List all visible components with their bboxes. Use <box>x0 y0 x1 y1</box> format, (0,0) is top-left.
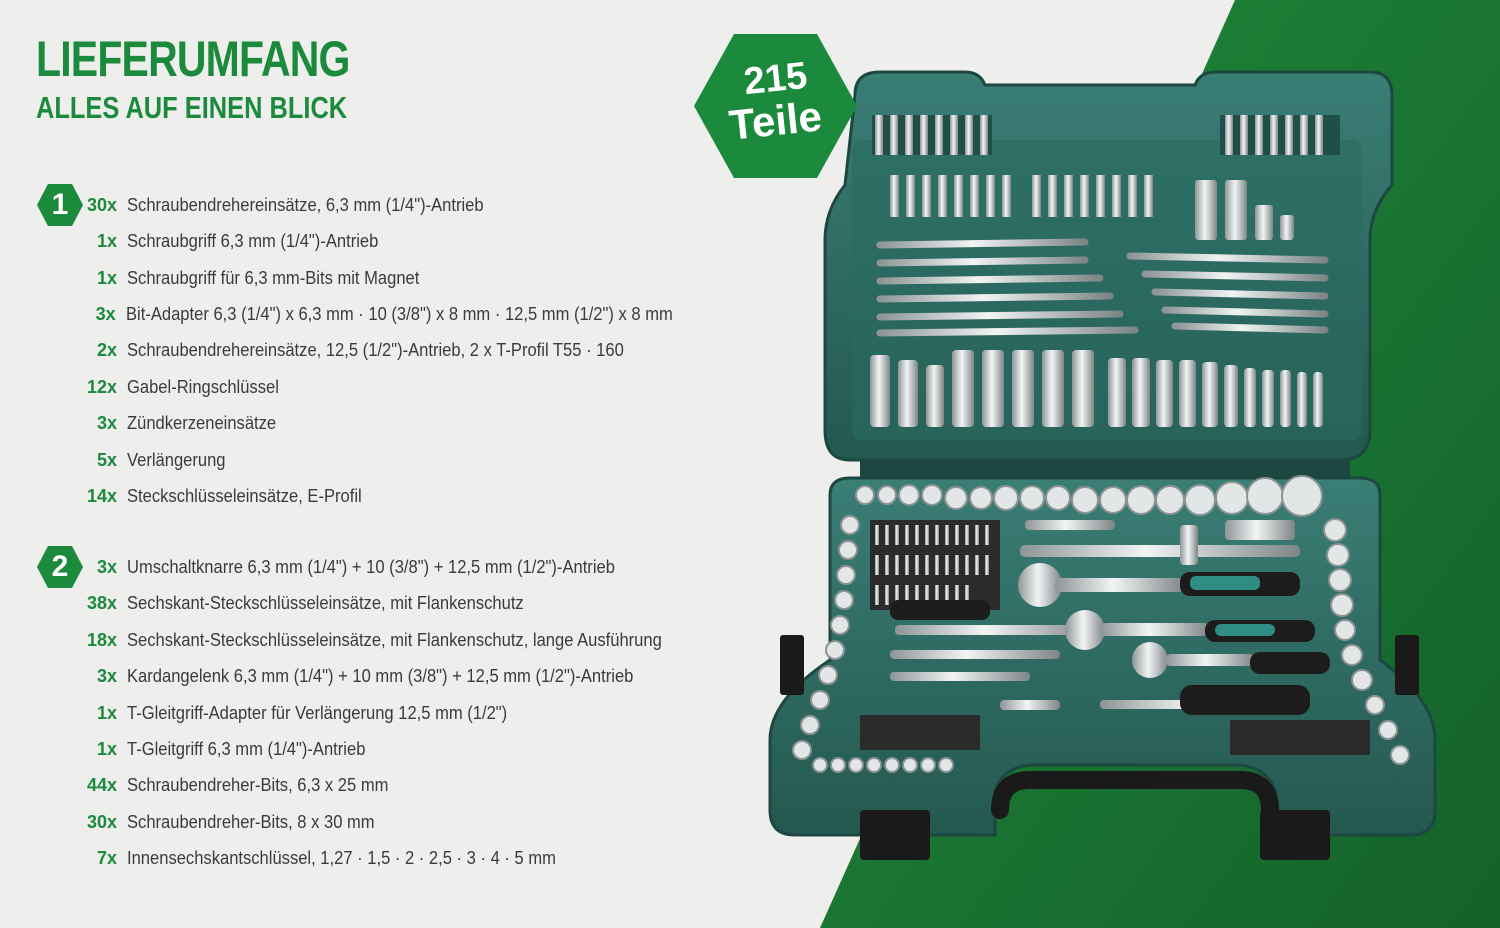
item-desc: Sechskant-Steckschlüsseleinsätze, mit Fl… <box>127 592 524 613</box>
list-item: 1x Schraubgriff für 6,3 mm-Bits mit Magne… <box>0 264 720 292</box>
item-qty: 38x <box>86 592 117 613</box>
item-qty: 44x <box>86 774 117 795</box>
toolcase-illustration <box>768 70 1437 860</box>
item-desc: T-Gleitgriff 6,3 mm (1/4")-Antrieb <box>127 738 366 759</box>
list-item: 5x Verlängerung <box>0 446 720 474</box>
item-desc: Schraubgriff für 6,3 mm-Bits mit Magnet <box>127 267 420 288</box>
item-qty: 1x <box>96 267 117 288</box>
list-item: 1x T-Gleitgriff-Adapter für Verlängerung … <box>0 699 720 727</box>
group-1-badge: 1 <box>36 183 84 227</box>
item-desc: Sechskant-Steckschlüsseleinsätze, mit Fl… <box>127 629 662 650</box>
item-desc: Schraubendreher-Bits, 6,3 x 25 mm <box>127 774 389 795</box>
list-item: 30x Schraubendreher-Bits, 8 x 30 mm <box>0 808 720 836</box>
item-qty: 30x <box>86 811 117 832</box>
item-desc: Bit-Adapter 6,3 (1/4") x 6,3 mm · 10 (3/… <box>125 303 673 324</box>
list-item: 18x Sechskant-Steckschlüsseleinsätze, mit… <box>0 626 720 654</box>
item-desc: Schraubendreher-Bits, 8 x 30 mm <box>127 811 375 832</box>
list-item: 3x Bit-Adapter 6,3 (1/4") x 6,3 mm · 10 (… <box>0 300 720 328</box>
item-desc: Innensechskantschlüssel, 1,27 · 1,5 · 2 … <box>127 847 556 868</box>
item-qty: 3x <box>95 303 116 324</box>
item-desc: Kardangelenk 6,3 mm (1/4") + 10 mm (3/8"… <box>127 665 634 686</box>
list-item: 44x Schraubendreher-Bits, 6,3 x 25 mm <box>0 771 720 799</box>
item-qty: 1x <box>96 738 117 759</box>
item-desc: Schraubendrehereinsätze, 6,3 mm (1/4")-A… <box>127 194 484 215</box>
item-qty: 7x <box>96 847 117 868</box>
list-item: 38x Sechskant-Steckschlüsseleinsätze, mit… <box>0 589 720 617</box>
item-qty: 3x <box>96 412 117 433</box>
item-desc: Steckschlüsseleinsätze, E-Profil <box>127 485 362 506</box>
pieces-badge: 215 Teile <box>693 32 858 180</box>
item-qty: 3x <box>96 556 117 577</box>
item-desc: Gabel-Ringschlüssel <box>127 376 279 397</box>
item-desc: Schraubgriff 6,3 mm (1/4")-Antrieb <box>127 230 379 251</box>
item-desc: T-Gleitgriff-Adapter für Verlängerung 12… <box>127 702 508 723</box>
item-desc: Zündkerzeneinsätze <box>127 412 277 433</box>
item-qty: 1x <box>96 230 117 251</box>
item-qty: 1x <box>96 702 117 723</box>
item-desc: Umschaltknarre 6,3 mm (1/4") + 10 (3/8")… <box>127 556 615 577</box>
group-2-number: 2 <box>51 550 69 583</box>
list-item: 3x Umschaltknarre 6,3 mm (1/4") + 10 (3/8… <box>0 553 720 581</box>
page-subtitle: ALLES AUF EINEN BLICK <box>36 90 348 125</box>
item-desc: Verlängerung <box>127 449 226 470</box>
item-qty: 3x <box>96 665 117 686</box>
item-qty: 12x <box>86 376 117 397</box>
list-item: 12x Gabel-Ringschlüssel <box>0 373 720 401</box>
group-2-badge: 2 <box>36 545 84 589</box>
list-item: 1x T-Gleitgriff 6,3 mm (1/4")-Antrieb <box>0 735 720 763</box>
item-desc: Schraubendrehereinsätze, 12,5 (1/2")-Ant… <box>127 339 624 360</box>
item-qty: 14x <box>86 485 117 506</box>
list-item: 14x Steckschlüsseleinsätze, E-Profil <box>0 482 720 510</box>
list-item: 3x Kardangelenk 6,3 mm (1/4") + 10 mm (3/… <box>0 662 720 690</box>
item-qty: 18x <box>86 629 117 650</box>
page-title: LIEFERUMFANG <box>36 31 350 87</box>
list-item: 1x Schraubgriff 6,3 mm (1/4")-Antrieb <box>0 227 720 255</box>
list-item: 30x Schraubendrehereinsätze, 6,3 mm (1/4"… <box>0 191 720 219</box>
list-item: 7x Innensechskantschlüssel, 1,27 · 1,5 · … <box>0 844 720 872</box>
list-item: 3x Zündkerzeneinsätze <box>0 409 720 437</box>
item-qty: 30x <box>86 194 117 215</box>
group-1-number: 1 <box>51 188 69 221</box>
item-qty: 5x <box>96 449 117 470</box>
item-qty: 2x <box>96 339 117 360</box>
list-item: 2x Schraubendrehereinsätze, 12,5 (1/2")-A… <box>0 336 720 364</box>
